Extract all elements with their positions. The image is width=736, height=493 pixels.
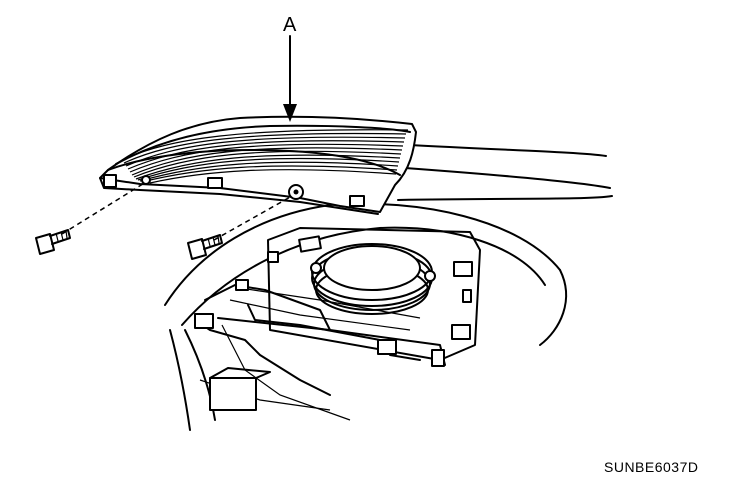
speaker [310,243,436,315]
mounting-screw-right [187,195,293,260]
mounting-tabs [194,235,473,411]
figure-code: SUNBE6037D [604,459,699,475]
grille-slats [121,129,409,184]
dashboard-top-edge [397,144,613,201]
mounting-screw-left [35,181,147,255]
speaker-grille-cover [99,115,417,215]
callout-label-a: A [283,14,297,36]
callout-arrow [283,35,297,122]
